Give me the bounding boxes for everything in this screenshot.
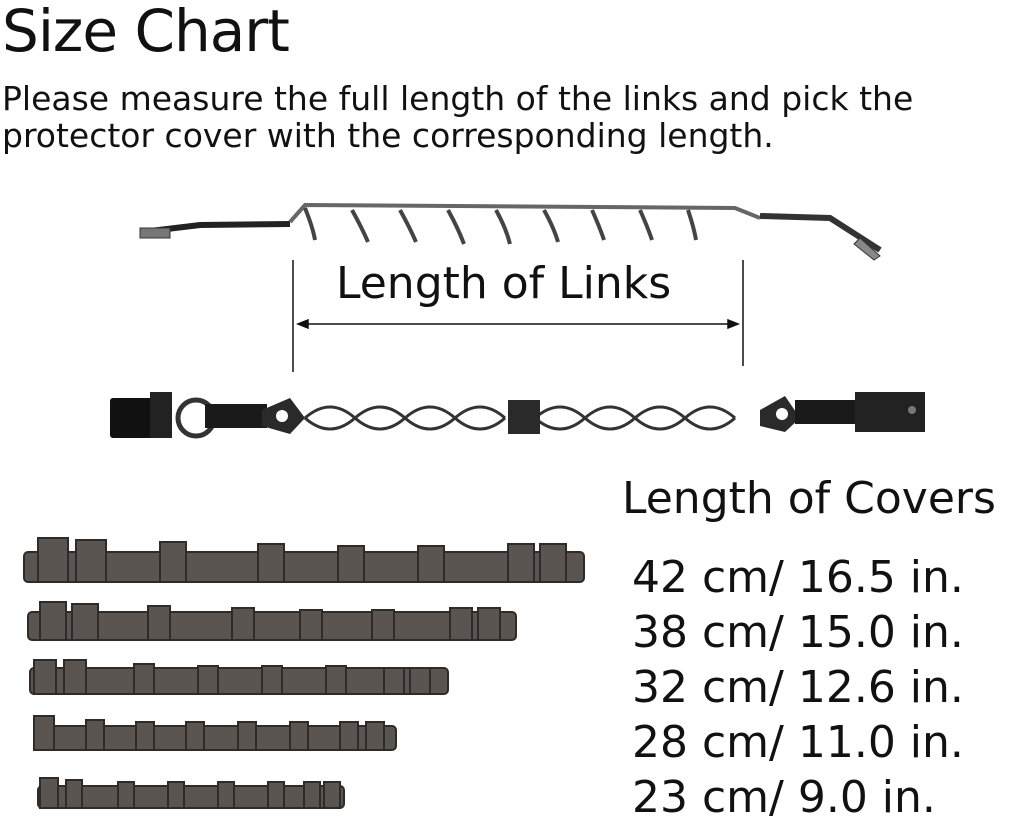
size-item-42cm: 42 cm/ 16.5 in. [632,552,964,603]
measure-instructions: Please measure the full length of the li… [2,79,914,155]
size-item-28cm: 28 cm/ 11.0 in. [632,717,964,768]
cover-32cm [29,659,449,695]
prong-chain-top-view [110,392,925,439]
size-item-32cm: 32 cm/ 12.6 in. [632,662,964,713]
size-item-38cm: 38 cm/ 15.0 in. [632,607,964,658]
cover-42cm [23,537,585,583]
cover-38cm [27,601,517,641]
cover-size-list: 42 cm/ 16.5 in. 38 cm/ 15.0 in. 32 cm/ 1… [632,550,964,825]
page-title: Size Chart [2,0,290,65]
covers-heading: Length of Covers [622,473,996,524]
links-length-label: Length of Links [336,258,672,309]
size-item-23cm: 23 cm/ 9.0 in. [632,772,936,823]
prong-chain-side-view [139,202,882,261]
links-measure-arrow [292,260,744,372]
cover-23cm [37,777,345,809]
cover-28cm [33,715,397,751]
